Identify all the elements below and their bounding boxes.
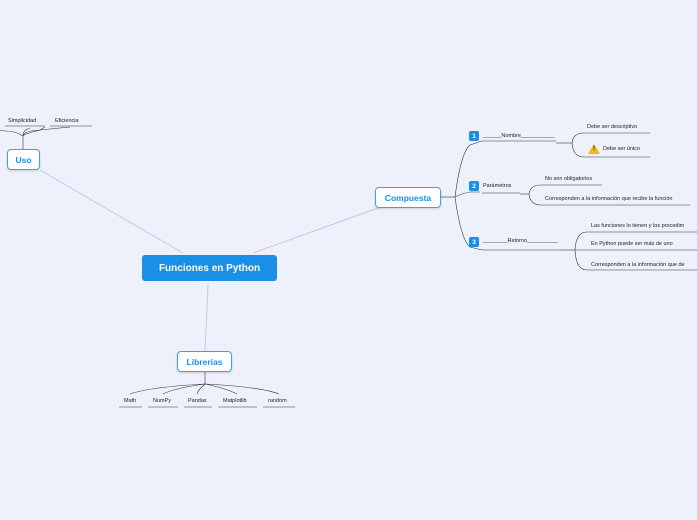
leaf-mas-de-uno[interactable]: En Python puede ser más de uno: [591, 241, 673, 247]
subtopic-parametros[interactable]: Parámetros: [483, 183, 512, 189]
leaf-debe-ser-descriptivo[interactable]: Debe ser descriptivo: [587, 124, 638, 130]
leaf-eficiencia[interactable]: Eficiencia: [55, 118, 79, 124]
leaf-corresponden-recibe[interactable]: Corresponden a la información que recibe…: [545, 196, 673, 202]
leaf-simplicidad[interactable]: Simplicidad: [8, 118, 37, 124]
topic-librerias[interactable]: Librerías: [177, 351, 232, 372]
number-badge-2: 2: [469, 181, 479, 191]
warning-icon: !: [588, 144, 600, 154]
subtopic-retorno[interactable]: ________Retorno__________: [483, 238, 558, 244]
leaf-math[interactable]: Math: [124, 398, 137, 404]
topic-uso[interactable]: Uso: [7, 149, 40, 170]
topic-compuesta[interactable]: Compuesta: [375, 187, 441, 208]
leaf-pandas[interactable]: Pandas: [188, 398, 207, 404]
number-badge-3: 3: [469, 237, 479, 247]
leaf-numpy[interactable]: NumPy: [153, 398, 172, 404]
subtopic-nombre[interactable]: ______Nombre___________: [483, 133, 555, 139]
leaf-debe-ser-unico[interactable]: Debe ser único: [603, 146, 640, 152]
leaf-corresponden-devuelve[interactable]: Corresponden a la información que de: [591, 262, 685, 268]
leaf-funciones-procedimientos[interactable]: Las funciones lo tienen y los procedim: [591, 223, 685, 229]
number-badge-1: 1: [469, 131, 479, 141]
leaf-no-son-obligatorios[interactable]: No son obligatorios: [545, 176, 593, 182]
central-topic[interactable]: Funciones en Python: [142, 255, 277, 281]
leaf-matplotlib[interactable]: Matplotlib: [223, 398, 247, 404]
leaf-random[interactable]: random: [268, 398, 287, 404]
